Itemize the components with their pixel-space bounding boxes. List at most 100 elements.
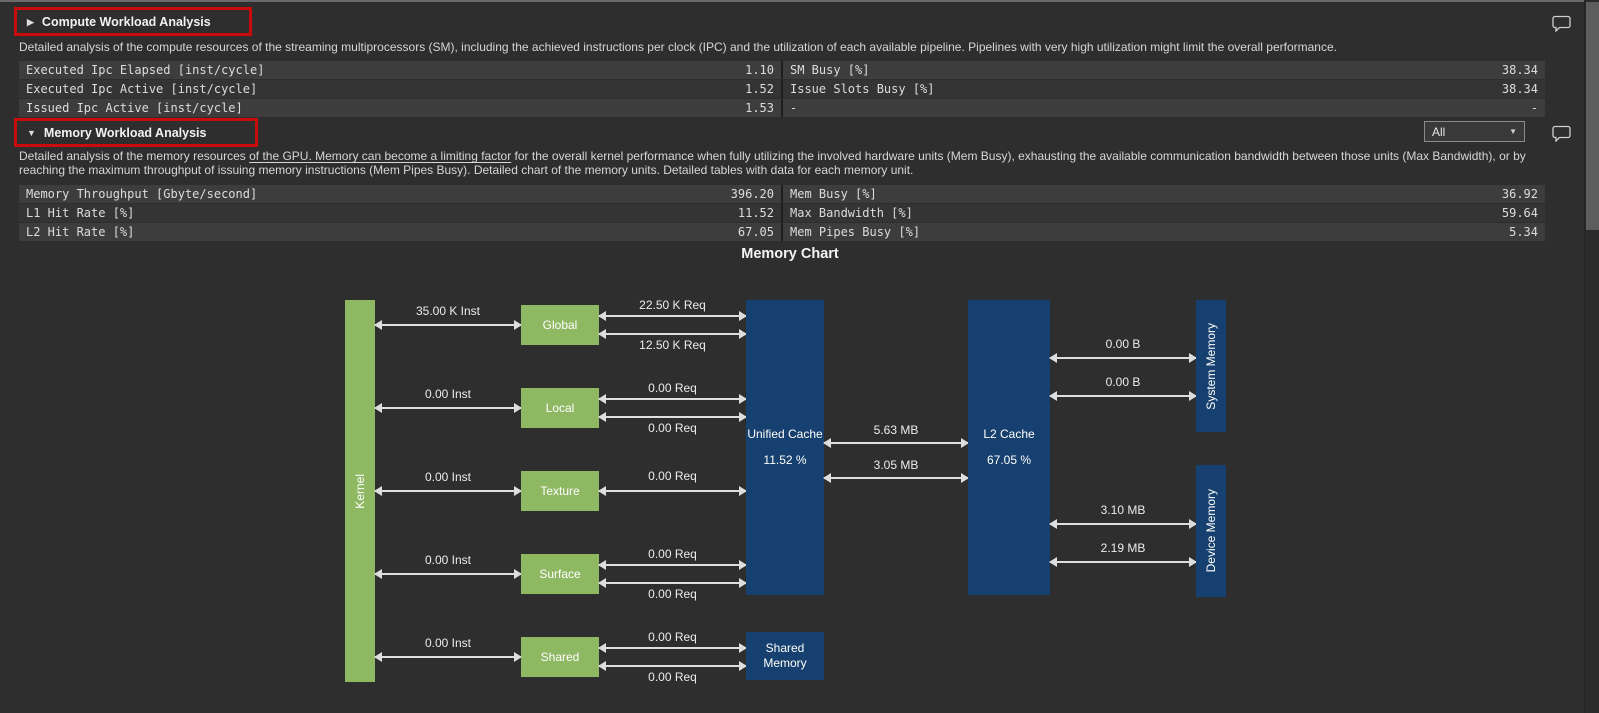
memory-section-header[interactable]: ▼ Memory Workload Analysis	[27, 124, 206, 142]
metric-value: 67.05	[737, 225, 774, 239]
compute-section-header[interactable]: ▶ Compute Workload Analysis	[27, 13, 211, 31]
metric-row: Executed Ipc Active [inst/cycle]1.52 Iss…	[19, 80, 1545, 98]
compute-section-description: Detailed analysis of the compute resourc…	[19, 40, 1337, 54]
description-text: for the overall kernel performance when …	[19, 149, 1526, 177]
unit-box-global: Global	[521, 305, 599, 345]
arrow-surface-unified-top	[598, 560, 747, 570]
arrow-texture-unified	[598, 486, 747, 496]
metric-name: Memory Throughput [Gbyte/second]	[26, 187, 258, 201]
metric-name: Issued Ipc Active [inst/cycle]	[26, 101, 243, 115]
inst-label-shared: 0.00 Inst	[424, 636, 472, 650]
metric-value: 1.52	[745, 82, 774, 96]
metric-cell-group: Max Bandwidth [%] 59.64	[783, 204, 1545, 222]
compute-comment-button[interactable]	[1549, 13, 1573, 33]
metric-value: 1.10	[745, 63, 774, 77]
memory-chart-title: Memory Chart	[741, 246, 839, 262]
dropdown-selected-value: All	[1432, 124, 1446, 139]
arrow-kernel-local	[374, 403, 522, 413]
unit-box-local: Local	[521, 388, 599, 428]
description-text: Detailed analysis of the memory resource…	[19, 149, 250, 163]
metric-name: Max Bandwidth [%]	[790, 206, 913, 220]
arrow-l2-devmem-bottom	[1049, 557, 1197, 567]
traffic-label-l2-sysmem-top: 0.00 B	[1105, 337, 1141, 351]
metric-value: 59.64	[1501, 206, 1538, 220]
unit-label: Shared	[540, 650, 580, 664]
req-label-shared-top: 0.00 Req	[648, 630, 697, 644]
unit-box-texture: Texture	[521, 471, 599, 511]
shared-memory-label: Shared Memory	[763, 641, 807, 670]
arrow-l2-devmem-top	[1049, 519, 1197, 529]
inst-label-local: 0.00 Inst	[424, 387, 472, 401]
req-label-global-top: 22.50 K Req	[639, 298, 706, 312]
unified-cache-label: Unified Cache	[747, 427, 823, 441]
unified-cache-box: Unified Cache 11.52 %	[746, 300, 824, 595]
metric-row: Executed Ipc Elapsed [inst/cycle] 1.10 SM…	[19, 61, 1545, 79]
memory-section-description: Detailed analysis of the memory resource…	[19, 149, 1543, 177]
metric-row: L2 Hit Rate [%]67.05 Mem Pipes Busy [%]5…	[19, 223, 1545, 241]
arrow-unified-l2-bottom	[823, 473, 969, 483]
comment-icon	[1551, 15, 1571, 32]
kernel-label: Kernel	[353, 473, 367, 509]
arrow-global-unified-top	[598, 311, 747, 321]
metric-value: -	[1530, 101, 1538, 115]
metric-cell-group: Issued Ipc Active [inst/cycle]1.53	[19, 99, 781, 117]
l2-cache-hit-rate: 67.05 %	[986, 453, 1032, 467]
metric-cell-group: Mem Pipes Busy [%]5.34	[783, 223, 1545, 241]
req-label-local-top: 0.00 Req	[648, 381, 697, 395]
system-memory-box: System Memory	[1196, 300, 1226, 432]
unit-label: Surface	[539, 567, 581, 581]
metric-cell-group: Issue Slots Busy [%] 38.34	[783, 80, 1545, 98]
traffic-label-l2-sysmem-bottom: 0.00 B	[1105, 375, 1141, 389]
metric-cell-group: L1 Hit Rate [%]11.52	[19, 204, 781, 222]
vertical-scrollbar[interactable]	[1584, 0, 1599, 713]
column-divider	[781, 223, 783, 241]
memory-chart-diagram: Kernel 35.00 K Inst Global 22.50 K Req 1…	[0, 268, 1580, 713]
metric-value: 396.20	[730, 187, 774, 201]
column-divider	[781, 61, 783, 79]
unit-label: Local	[545, 401, 575, 415]
memory-metrics-table: Memory Throughput [Gbyte/second] 396.20 M…	[19, 185, 1545, 242]
metric-value: 11.52	[737, 206, 774, 220]
metric-name: -	[790, 101, 798, 115]
compute-metrics-table: Executed Ipc Elapsed [inst/cycle] 1.10 SM…	[19, 61, 1545, 118]
metric-value: 38.34	[1501, 82, 1538, 96]
memory-filter-dropdown[interactable]: All ▼	[1424, 121, 1525, 142]
arrow-l2-sysmem-top	[1049, 353, 1197, 363]
chevron-down-icon: ▼	[1509, 127, 1517, 136]
metric-value: 38.34	[1501, 63, 1538, 77]
pane-top-border	[0, 0, 1599, 2]
device-memory-box: Device Memory	[1196, 465, 1226, 597]
scrollbar-thumb[interactable]	[1586, 2, 1599, 230]
req-label-surface-bottom: 0.00 Req	[648, 587, 697, 601]
unified-cache-hit-rate: 11.52 %	[763, 453, 807, 467]
column-divider	[781, 80, 783, 98]
column-divider	[781, 99, 783, 117]
inst-label-texture: 0.00 Inst	[424, 470, 472, 484]
metric-cell-group: Mem Busy [%]36.92	[783, 185, 1545, 203]
metric-name: Executed Ipc Elapsed [inst/cycle]	[26, 63, 265, 77]
traffic-label-l2-devmem-bottom: 2.19 MB	[1100, 541, 1146, 555]
metric-row: Issued Ipc Active [inst/cycle]1.53 --	[19, 99, 1545, 117]
unit-box-surface: Surface	[521, 554, 599, 594]
arrow-shared-sharedmem-bottom	[598, 661, 747, 671]
arrow-kernel-surface	[374, 569, 522, 579]
metric-name: Issue Slots Busy [%]	[790, 82, 935, 96]
metric-row: L1 Hit Rate [%]11.52 Max Bandwidth [%] 59…	[19, 204, 1545, 222]
memory-section-title: Memory Workload Analysis	[43, 126, 207, 140]
device-memory-label: Device Memory	[1203, 489, 1218, 573]
memory-comment-button[interactable]	[1549, 123, 1573, 143]
arrow-kernel-shared	[374, 652, 522, 662]
traffic-label-l2-devmem-top: 3.10 MB	[1100, 503, 1146, 517]
metric-cell-group: --	[783, 99, 1545, 117]
l2-cache-label: L2 Cache	[983, 427, 1035, 441]
metric-cell-group: Executed Ipc Active [inst/cycle]1.52	[19, 80, 781, 98]
compute-section-title: Compute Workload Analysis	[41, 15, 211, 29]
req-label-global-bottom: 12.50 K Req	[639, 338, 706, 352]
metric-cell-group: SM Busy [%] 38.34	[783, 61, 1545, 79]
expanded-triangle-icon: ▼	[27, 128, 36, 138]
metric-row: Memory Throughput [Gbyte/second] 396.20 M…	[19, 185, 1545, 203]
kernel-box: Kernel	[345, 300, 375, 682]
metric-name: SM Busy [%]	[790, 63, 870, 77]
shared-memory-box: Shared Memory	[746, 632, 824, 680]
unit-label: Global	[542, 318, 578, 332]
